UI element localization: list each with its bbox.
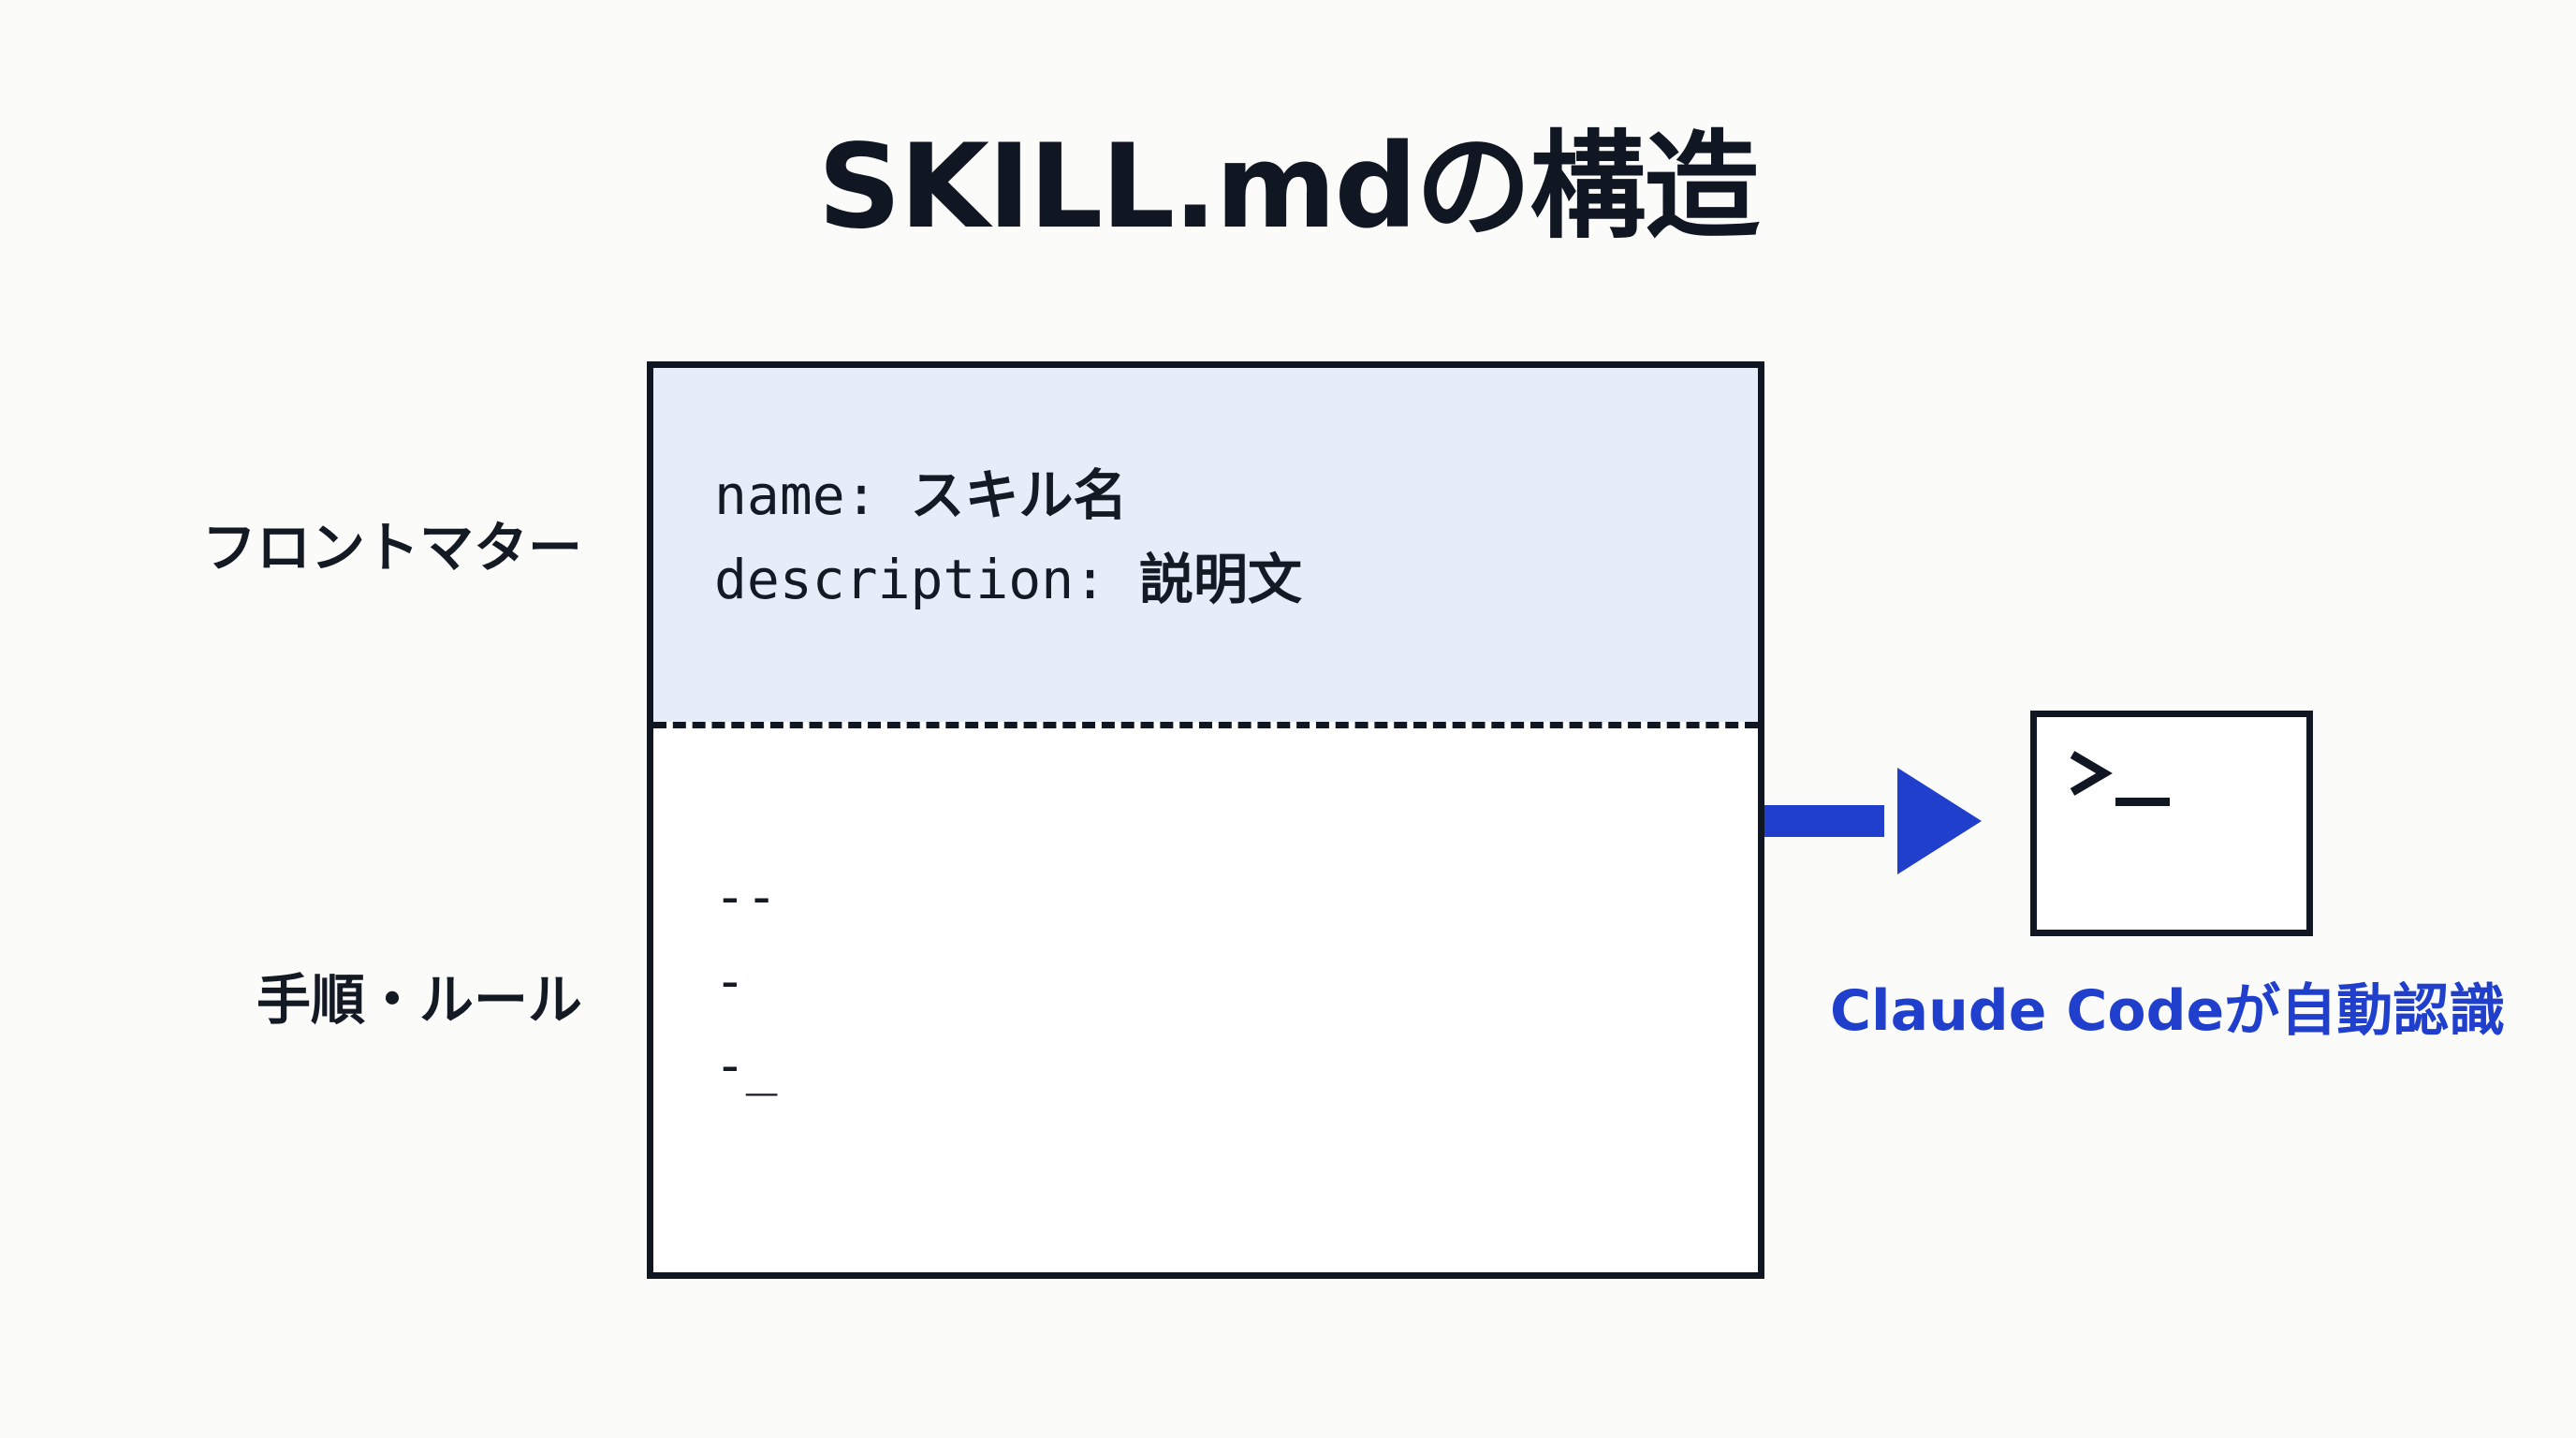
right-arrow-icon (1764, 768, 1982, 874)
frontmatter-section: name: スキル名 description: 説明文 (653, 368, 1758, 722)
body-line: - (714, 951, 746, 1012)
body-label: 手順・ルール (256, 968, 582, 1032)
body-line: -- (714, 867, 778, 928)
claude-code-caption: Claude Codeが自動認識 (1830, 978, 2506, 1044)
description-line: description: 説明文 (714, 542, 1302, 617)
terminal-window (2030, 711, 2313, 936)
name-key: name: (714, 463, 878, 527)
skill-md-document: name: スキル名 description: 説明文 -- - -_ (647, 361, 1764, 1279)
page-title: SKILL.mdの構造 (817, 120, 1761, 255)
description-key: description: (714, 548, 1107, 611)
name-line: name: スキル名 (714, 458, 1128, 533)
frontmatter-label: フロントマター (201, 516, 582, 580)
body-line: -_ (714, 1035, 778, 1096)
description-value: 説明文 (1138, 548, 1302, 611)
frontmatter-divider (653, 722, 1758, 728)
name-value: スキル名 (910, 463, 1128, 527)
terminal-prompt-icon (2070, 751, 2170, 806)
